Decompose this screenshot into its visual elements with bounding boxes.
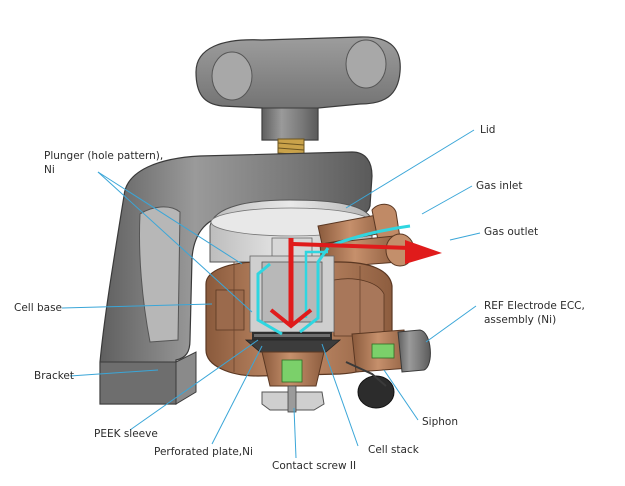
spring [277, 138, 305, 156]
label-plunger-line2: Ni [44, 164, 55, 176]
t-handle [195, 36, 401, 141]
label-lid: Lid [480, 124, 496, 136]
label-plunger-line1: Plunger (hole pattern), [44, 150, 164, 162]
label-peek-sleeve: PEEK sleeve [94, 428, 158, 440]
label-perforated-plate: Perforated plate,Ni [154, 446, 253, 458]
label-gas-outlet: Gas outlet [484, 226, 539, 238]
label-siphon: Siphon [422, 416, 458, 428]
gas-flow-lines [256, 224, 442, 336]
contact-screw-assembly [261, 351, 325, 413]
leader-lines [61, 129, 481, 459]
label-contact-screw: Contact screw II [272, 460, 357, 472]
label-ref-electrode-line1: REF Electrode ECC, [484, 300, 585, 312]
ref-electrode [345, 329, 431, 409]
label-ref-electrode-line2: assembly (Ni) [484, 314, 557, 326]
label-cell-stack: Cell stack [368, 444, 419, 456]
label-bracket: Bracket [34, 370, 75, 382]
label-gas-inlet: Gas inlet [476, 180, 523, 192]
label-cell-base: Cell base [14, 302, 62, 314]
